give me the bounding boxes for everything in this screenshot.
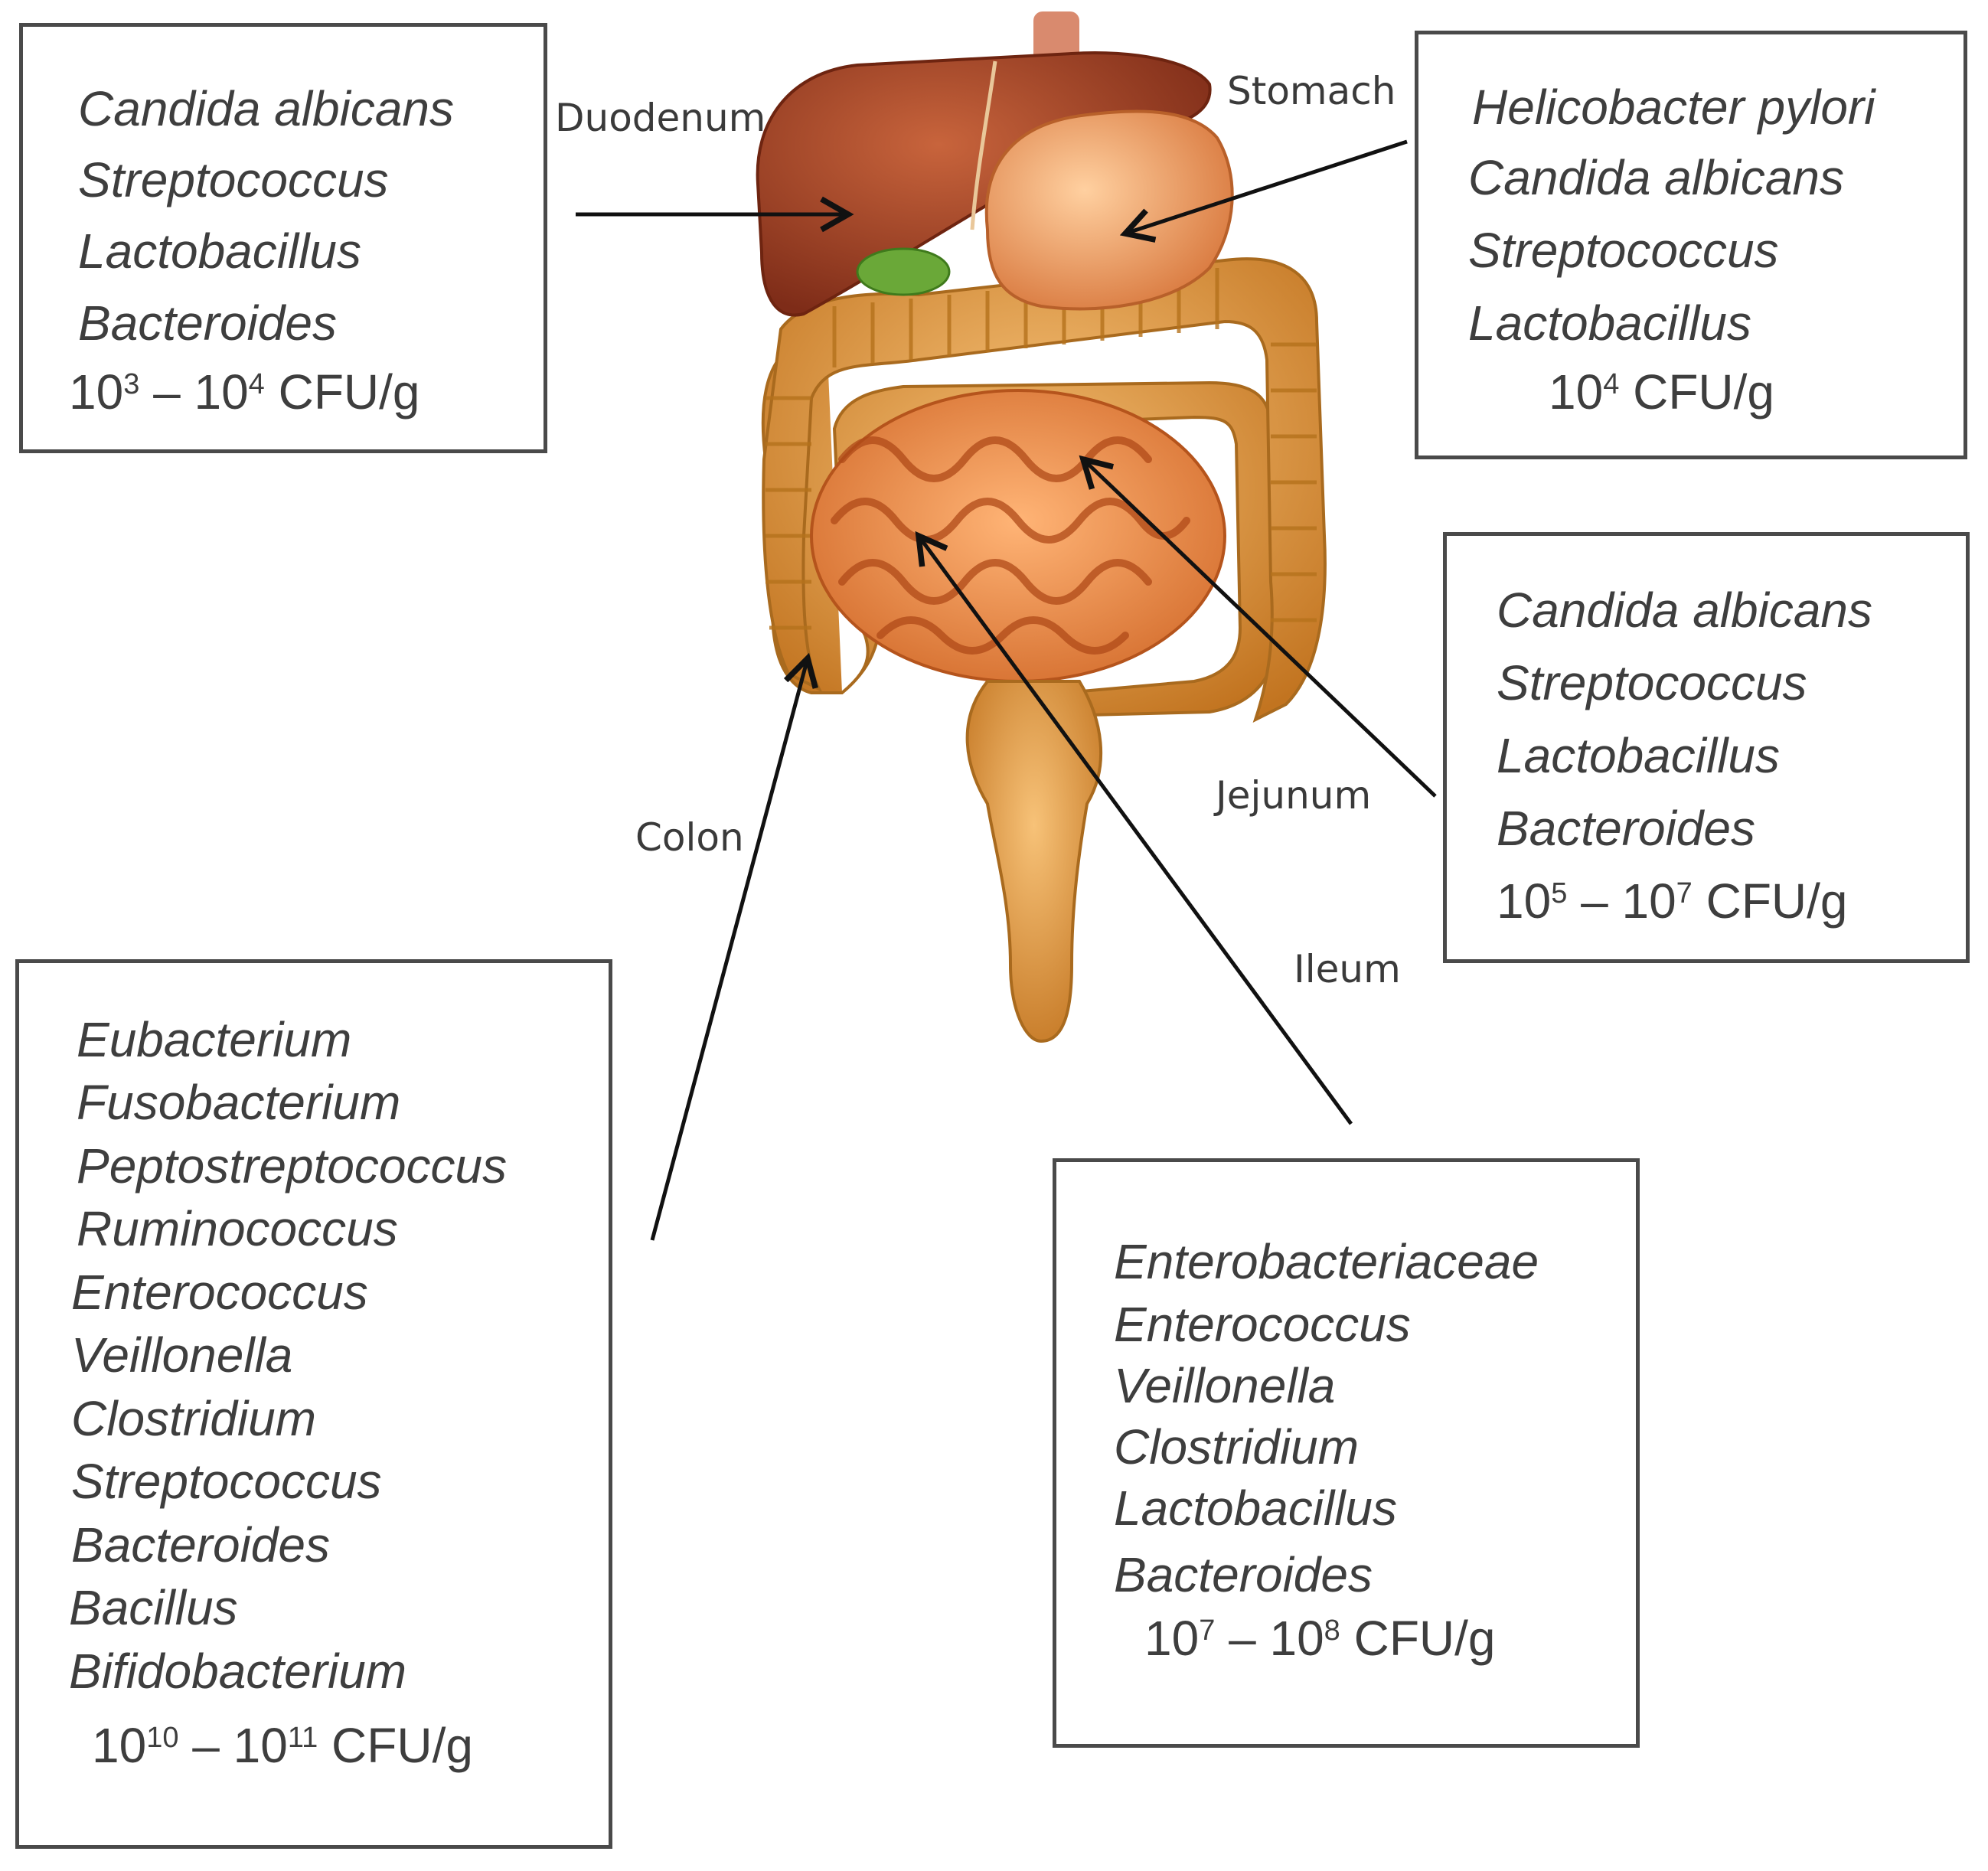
species-item: Candida albicans [1468,150,1844,205]
label-colon: Colon [635,815,744,860]
arrow-jejunum [1079,455,1437,798]
species-item: Helicobacter pylori [1472,80,1875,135]
species-item: Ruminococcus [77,1201,398,1256]
species-item: Lactobacillus [78,224,361,279]
rectum [965,680,1103,1043]
species-item: Streptococcus [1468,223,1779,278]
species-item: Bacteroides [78,296,337,351]
ileum-microbiota-box: Enterobacteriaceae Enterococcus Veillone… [1053,1158,1640,1748]
species-item: Peptostreptococcus [77,1138,508,1193]
stomach-microbiota-box: Helicobacter pylori Candida albicans Str… [1415,31,1967,459]
species-item: Enterobacteriaceae [1114,1234,1539,1289]
arrow-stomach [1119,139,1408,243]
species-item: Clostridium [1114,1419,1360,1474]
intestinal-loops [831,436,1190,655]
species-item: Veillonella [1114,1358,1336,1413]
species-item: Streptococcus [1497,655,1807,710]
species-item: Bacteroides [1497,801,1755,856]
label-duodenum: Duodenum [555,96,766,140]
species-item: Bacillus [69,1580,238,1635]
cfu-range: 1010 – 1011 CFU/g [92,1718,473,1773]
arrow-colon [650,652,818,1241]
species-item: Bacteroides [1114,1547,1373,1602]
cfu-range: 103 – 104 CFU/g [69,364,420,420]
label-jejunum: Jejunum [1216,773,1372,818]
species-item: Bifidobacterium [69,1644,407,1699]
species-item: Enterococcus [71,1265,368,1320]
species-item: Clostridium [71,1391,317,1446]
jejunum-microbiota-box: Candida albicans Streptococcus Lactobaci… [1443,532,1970,963]
species-item: Candida albicans [1497,583,1872,638]
species-item: Enterococcus [1114,1297,1411,1352]
species-item: Veillonella [71,1327,293,1383]
species-item: Candida albicans [78,81,454,136]
species-item: Lactobacillus [1468,296,1751,351]
cfu-range: 105 – 107 CFU/g [1497,873,1848,929]
species-item: Bacteroides [71,1517,330,1572]
gallbladder [856,247,951,296]
arrow-ileum [915,531,1353,1125]
species-item: Lactobacillus [1114,1481,1397,1536]
duodenum-microbiota-box: Candida albicans Streptococcus Lactobaci… [19,23,547,453]
cfu-range: 107 – 108 CFU/g [1144,1611,1496,1666]
species-item: Fusobacterium [77,1075,401,1130]
pointer-arrows [576,139,1437,1241]
colon-microbiota-box: Eubacterium Fusobacterium Peptostreptoco… [15,959,612,1849]
species-item: Streptococcus [78,152,389,207]
species-item: Streptococcus [71,1454,382,1509]
cfu-range: 104 CFU/g [1549,364,1775,420]
species-item: Eubacterium [77,1012,352,1067]
species-item: Lactobacillus [1497,728,1780,783]
label-stomach: Stomach [1227,69,1396,113]
label-ileum: Ileum [1294,947,1401,991]
